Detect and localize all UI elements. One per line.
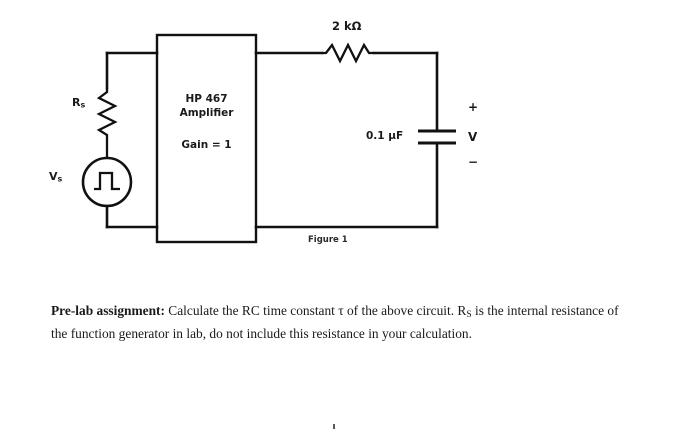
amplifier-name-text: HP 467 Amplifier bbox=[157, 93, 256, 121]
amplifier-line2: Amplifier bbox=[179, 106, 234, 119]
label-rs-base: R bbox=[72, 96, 81, 109]
amplifier-block bbox=[155, 33, 258, 244]
amplifier-gain-text: Gain = 1 bbox=[181, 139, 232, 151]
amplifier-line1: HP 467 bbox=[185, 93, 228, 105]
label-capacitor-value: 0.1 µF bbox=[366, 130, 404, 142]
label-source-voltage: Vs bbox=[49, 170, 62, 184]
prelab-body-part1: Calculate the RC time constant τ of the … bbox=[164, 303, 467, 318]
prelab-heading: Pre-lab assignment: bbox=[51, 303, 165, 318]
voltage-source-circle bbox=[81, 156, 133, 208]
label-load-resistor: 2 kΩ bbox=[332, 19, 362, 33]
prelab-body-sub: S bbox=[466, 309, 472, 321]
page-artifact-speck bbox=[333, 424, 335, 429]
label-polarity-minus: − bbox=[468, 155, 479, 169]
prelab-body-part2: is the internal resistance of the functi… bbox=[51, 303, 619, 341]
prelab-assignment-paragraph: Pre-lab assignment: Calculate the RC tim… bbox=[51, 300, 631, 344]
label-vs-base: V bbox=[49, 170, 58, 183]
label-rs-sub: s bbox=[80, 100, 86, 110]
figure-caption: Figure 1 bbox=[308, 235, 348, 245]
label-vs-sub: s bbox=[57, 174, 63, 184]
figure-1-circuit-diagram: HP 467 Amplifier Gain = 1 Rs Vs 2 kΩ 0.1… bbox=[49, 19, 479, 245]
square-wave-icon bbox=[94, 171, 120, 191]
label-series-resistor: Rs bbox=[72, 96, 85, 110]
label-polarity-plus: + bbox=[468, 100, 479, 114]
label-output-voltage: V bbox=[468, 130, 478, 144]
resistor-rs-symbol bbox=[96, 88, 118, 158]
resistor-2k-symbol bbox=[322, 42, 374, 64]
circuit-schematic-svg bbox=[81, 33, 456, 244]
